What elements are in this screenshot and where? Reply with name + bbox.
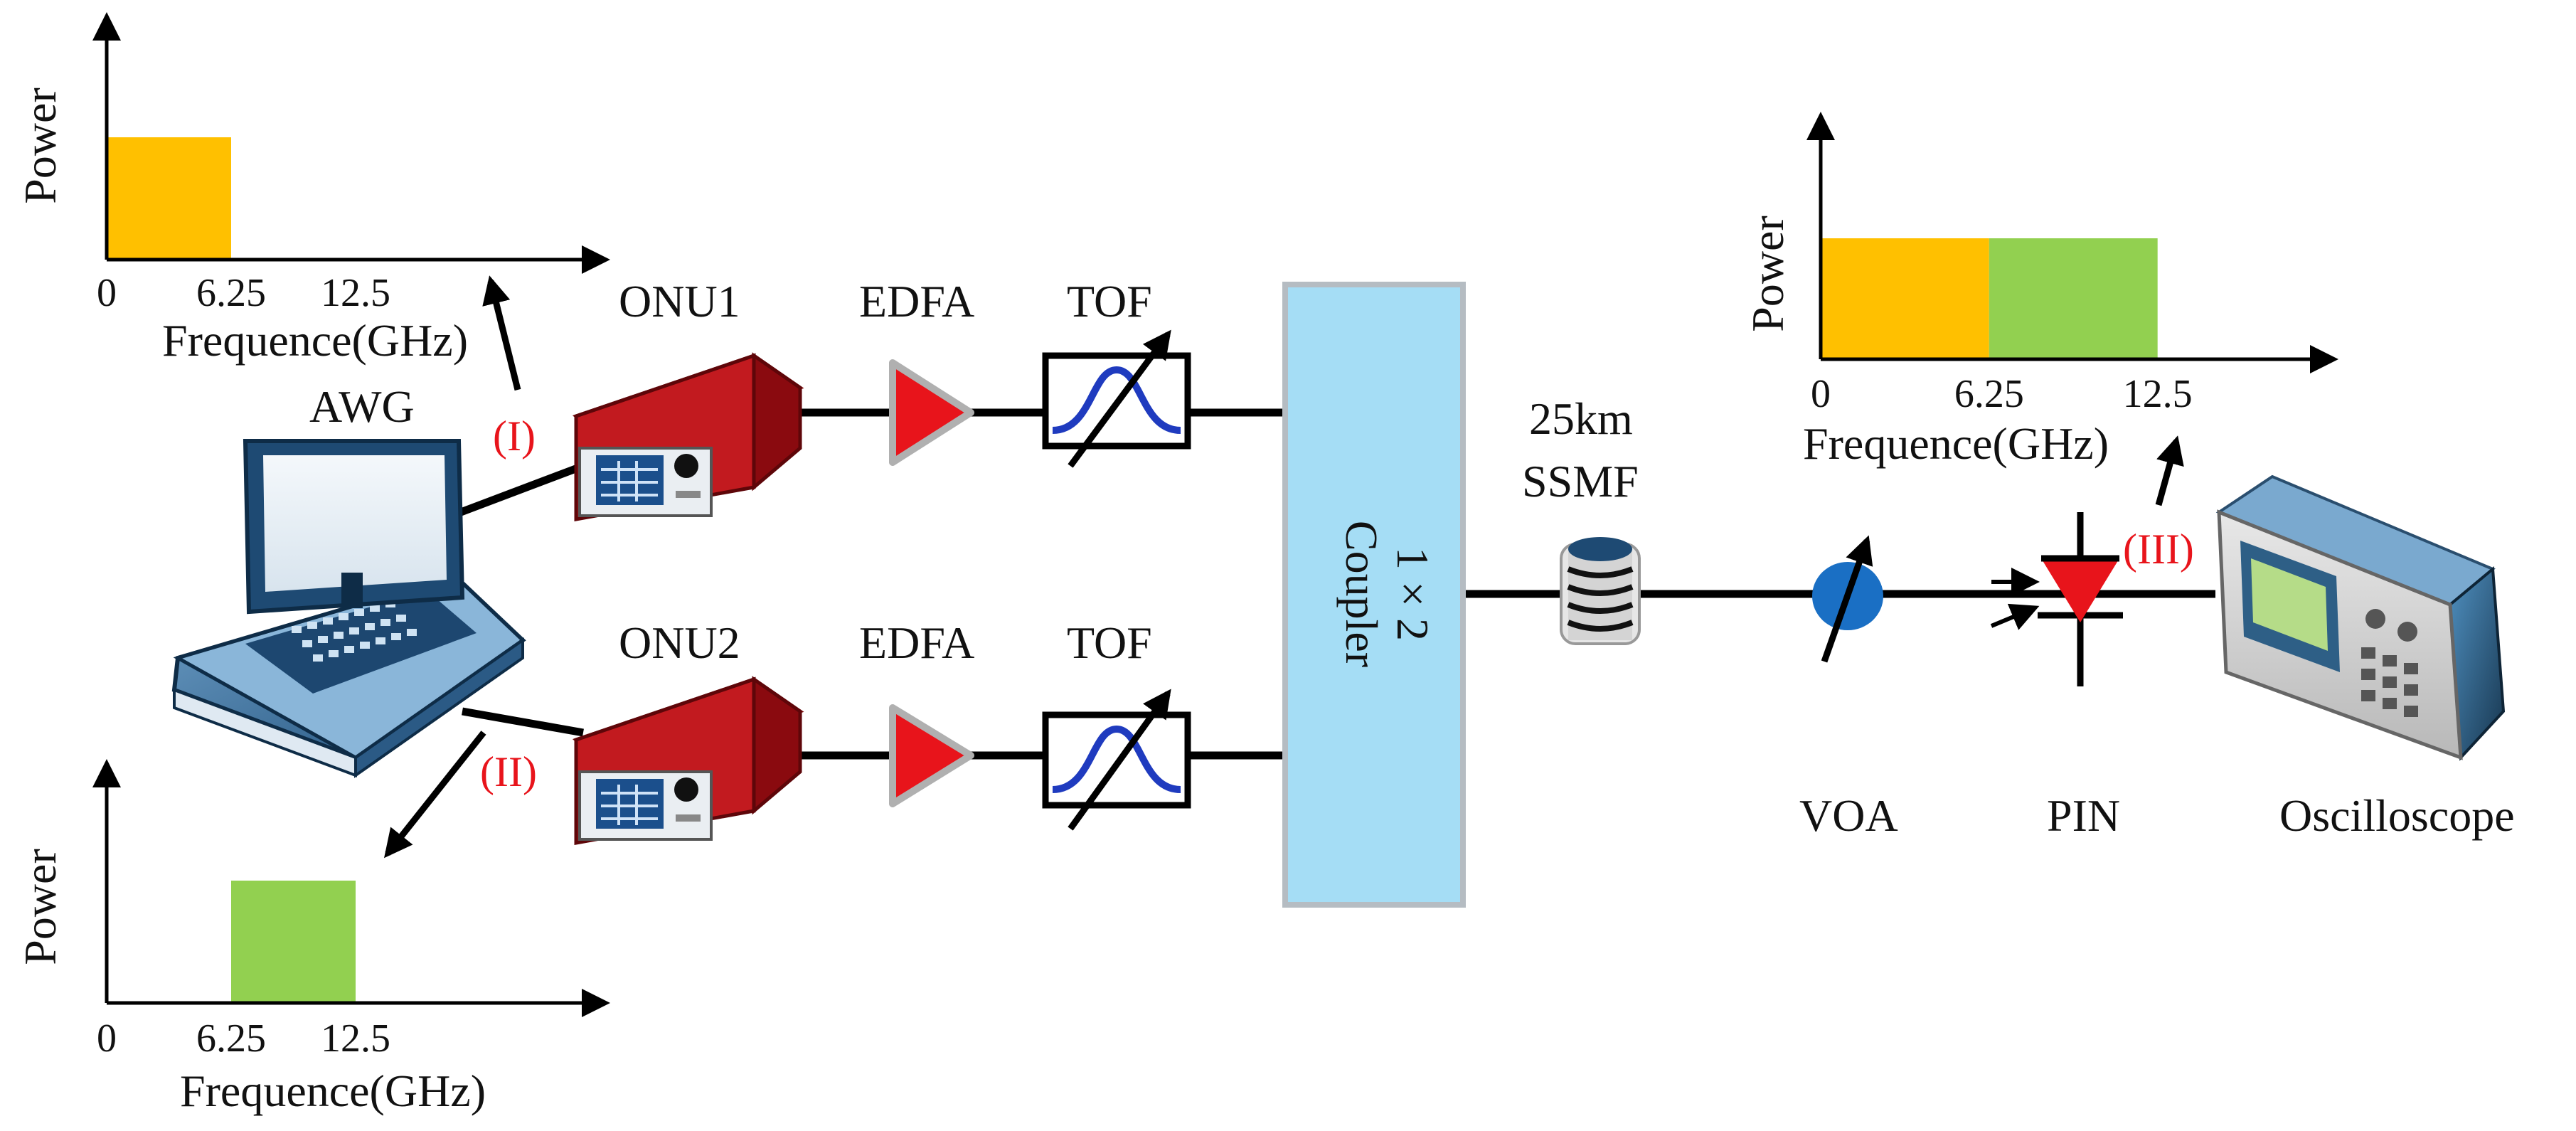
coupler-box <box>1282 282 1466 908</box>
x-axis-label: Frequence(GHz) <box>162 315 468 366</box>
tick-label: 12.5 <box>321 1016 390 1061</box>
tick-label: 12.5 <box>2123 372 2193 416</box>
spectrum-band-1 <box>1821 238 1989 359</box>
x-axis-label: Frequence(GHz) <box>180 1066 486 1116</box>
onu2-label: ONU2 <box>619 617 740 668</box>
onu1-device <box>572 352 804 521</box>
tick-label: 0 <box>1811 372 1831 416</box>
coupler-label-line1: 1 × 2 <box>1388 547 1438 641</box>
awg-laptop <box>171 439 526 778</box>
y-axis-label: Power <box>15 87 65 204</box>
spectrum-band-1 <box>107 137 231 260</box>
tof2-label: TOF <box>1067 617 1152 668</box>
voa-label: VOA <box>1799 790 1898 841</box>
point-ii-label: (II) <box>480 748 537 795</box>
link-awg-onu2 <box>462 707 584 737</box>
probe-arrow-iii <box>2155 435 2184 506</box>
probe-arrow-ii <box>384 731 486 859</box>
tick-label: 0 <box>97 271 117 315</box>
probe-arrow-i <box>482 275 521 391</box>
pin-photodiode <box>1990 512 2123 686</box>
onu2-device <box>572 676 804 845</box>
edfa1-label: EDFA <box>859 276 974 326</box>
tick-label: 0 <box>97 1016 117 1061</box>
oscilloscope-device <box>2215 474 2506 761</box>
spectrum-band-1 <box>231 881 356 1003</box>
coupler-label-line2: Coupler <box>1336 521 1387 667</box>
y-axis-label: Power <box>15 849 65 965</box>
edfa2-amplifier <box>889 704 974 807</box>
edfa2-label: EDFA <box>859 617 974 668</box>
tick-label: 6.25 <box>196 271 266 315</box>
tick-label: 6.25 <box>196 1016 266 1061</box>
tick-label: 12.5 <box>321 271 390 315</box>
fiber-label-line1: 25km <box>1529 393 1633 444</box>
x-axis-label: Frequence(GHz) <box>1803 418 2109 469</box>
tick-label: 6.25 <box>1954 372 2024 416</box>
awg-label: AWG <box>309 381 415 432</box>
onu1-label: ONU1 <box>619 276 740 326</box>
tof1-filter <box>1042 329 1191 468</box>
oscilloscope-label: Oscilloscope <box>2279 790 2515 841</box>
point-iii-label: (III) <box>2123 526 2194 573</box>
fiber-label-line2: SSMF <box>1522 456 1639 506</box>
voa-attenuator <box>1812 535 1883 663</box>
point-i-label: (I) <box>493 413 536 460</box>
fiber-spool-icon <box>1560 537 1641 645</box>
spectrum-band-2 <box>1989 238 2158 359</box>
edfa1-amplifier <box>889 359 974 466</box>
tof2-filter <box>1042 689 1191 831</box>
y-axis-label: Power <box>1742 216 1793 332</box>
pin-label: PIN <box>2047 790 2120 841</box>
link-awg-onu1 <box>459 462 585 516</box>
tof1-label: TOF <box>1067 276 1152 326</box>
